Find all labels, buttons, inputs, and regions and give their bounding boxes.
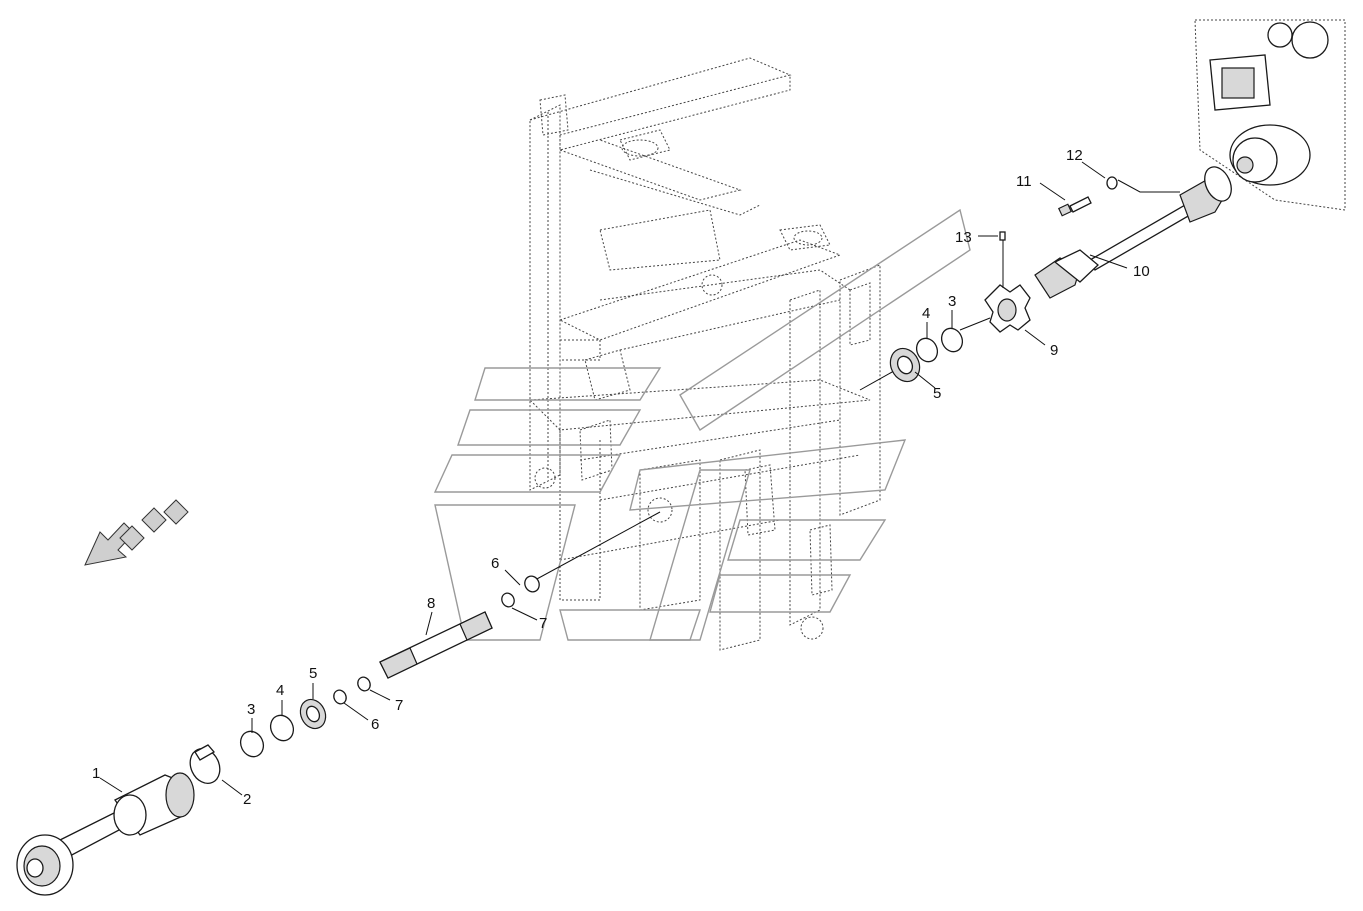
part-5-bearing-lower [299,698,327,730]
callout-1: 1 [92,765,100,782]
machine-frame [528,57,881,651]
part-3-ring-upper [940,327,964,353]
callout-labels: 1 2 3 4 5 6 7 8 6 7 5 4 3 9 10 11 12 13 [92,147,1150,808]
part-10-drive-shaft [1034,166,1232,299]
callout-5-upper: 5 [933,385,941,402]
callout-9: 9 [1050,342,1058,359]
callout-13: 13 [955,229,972,246]
callout-5-lower: 5 [309,665,317,682]
callout-12: 12 [1066,147,1083,164]
leader-lines [99,161,1180,796]
part-7-ring-upper [501,592,515,608]
callout-10: 10 [1133,263,1150,280]
callout-3-lower: 3 [247,701,255,718]
part-2-clamp [189,744,221,785]
part-6-ring-upper [524,575,540,593]
part-11-bolt [1057,196,1092,217]
part-4-ring-lower [269,714,295,742]
part-7-ring-lower [357,676,371,692]
callout-4-upper: 4 [922,305,930,322]
callout-7-upper: 7 [539,615,547,632]
callout-6-upper: 6 [491,555,499,572]
callout-6-lower: 6 [371,716,379,733]
part-9-coupling [984,284,1031,333]
part-4-ring-upper [915,337,939,363]
part-6-ring-lower [333,689,347,705]
part-13-grease-nipple [999,231,1006,288]
direction-arrow-icon [84,499,189,566]
gearbox-housing [1194,19,1346,211]
part-5-bearing-upper [889,347,921,383]
callout-2: 2 [243,791,251,808]
callout-8: 8 [427,595,435,612]
part-8-splined-shaft [379,611,493,679]
callout-7-lower: 7 [395,697,403,714]
part-3-ring-lower [239,730,265,758]
callout-11: 11 [1016,173,1032,190]
callout-4-lower: 4 [276,682,284,699]
callout-3-upper: 3 [948,293,956,310]
part-12-washer [1106,176,1118,190]
part-1-pulley-shaft [16,772,195,896]
watermark-logo [433,208,971,641]
